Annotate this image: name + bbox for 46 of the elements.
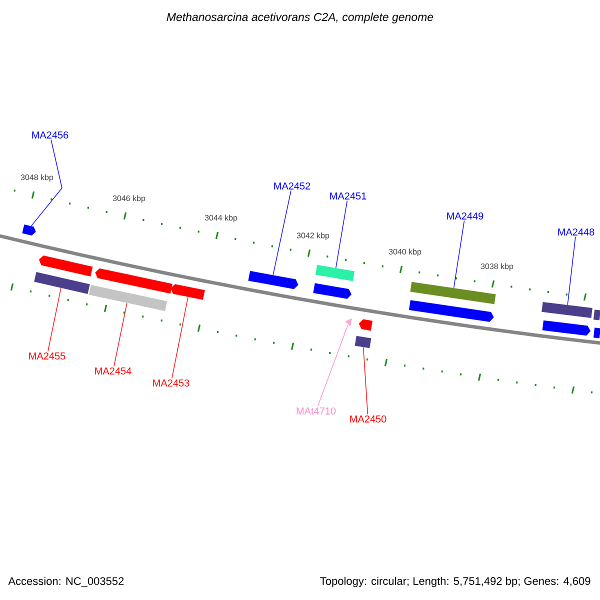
- gene-label: MA2452: [274, 182, 310, 190]
- gene-label: MA2449: [447, 212, 484, 220]
- leader-line: [272, 190, 292, 276]
- genome-info-text: Topology: circular; Length: 5,751,492 bp; Genes: 4,609: [320, 576, 590, 588]
- leader-line: [114, 302, 128, 367]
- leader-line: [363, 346, 368, 415]
- scale-label: 3040 kbp: [388, 248, 422, 256]
- gene-block: [22, 224, 36, 236]
- gene-block: [542, 320, 591, 336]
- gene-label: MA2454: [95, 367, 132, 375]
- scale-label: 3038 kbp: [480, 263, 514, 271]
- gene-block: [170, 284, 205, 300]
- gene-block: [358, 319, 372, 331]
- gene-label: MA2451: [330, 192, 366, 200]
- gene-bar: [315, 264, 355, 282]
- title: Methanosarcina acetivorans C2A, complete genome: [166, 12, 434, 24]
- gene-block: [95, 268, 172, 294]
- gene-bar: [354, 336, 372, 348]
- gene-label: MA2455: [29, 352, 66, 360]
- leader-line: [172, 296, 188, 379]
- scale-label: 3044 kbp: [204, 214, 238, 222]
- gene-label: MAt4710: [296, 407, 336, 415]
- gene-bar: [593, 328, 600, 338]
- gene-bar: [88, 284, 168, 312]
- gene-block: [248, 270, 298, 290]
- leader-line: [453, 220, 465, 288]
- gene-label: MA2456: [32, 131, 68, 139]
- gene-block: [313, 283, 352, 299]
- gene-block: [408, 300, 494, 322]
- gene-block: [38, 256, 93, 276]
- gene-bar: [410, 282, 496, 304]
- gene-triangle: [345, 318, 352, 326]
- accession-text: Accession: NC_003552: [8, 576, 124, 588]
- gene-label: MA2450: [350, 415, 386, 423]
- gene-bar: [593, 310, 600, 320]
- scale-label: 3042 kbp: [296, 232, 330, 240]
- leader-line: [567, 236, 576, 306]
- scale-label: 3048 kbp: [20, 174, 54, 182]
- gene-label: MA2453: [153, 379, 190, 387]
- leader-line: [317, 324, 348, 407]
- gene-bar: [34, 272, 90, 294]
- leader-line: [48, 288, 62, 352]
- gene-label: MA2448: [558, 228, 594, 236]
- leader-line: [336, 200, 348, 268]
- scale-label: 3046 kbp: [112, 195, 146, 203]
- leader-line: [30, 139, 62, 226]
